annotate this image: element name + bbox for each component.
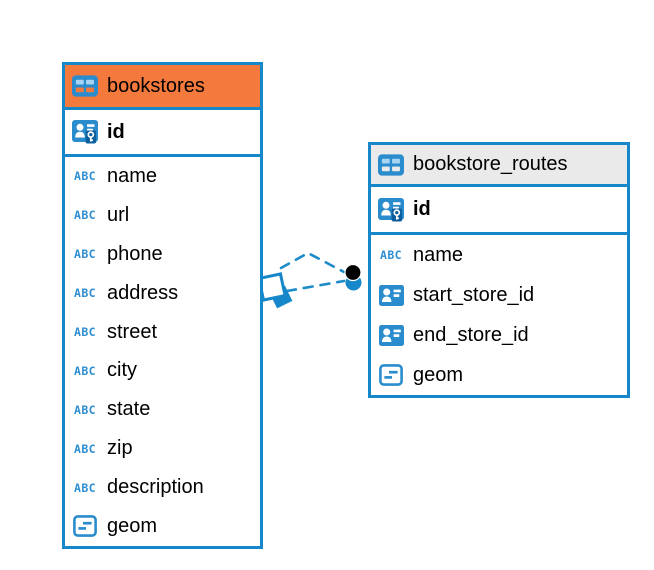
table-title: bookstore_routes bbox=[413, 153, 568, 175]
column-label: name bbox=[107, 164, 158, 187]
column-row-url[interactable]: ABC url bbox=[65, 195, 260, 235]
table-header-bookstores[interactable]: bookstores bbox=[65, 65, 260, 110]
column-label: description bbox=[107, 476, 204, 499]
column-row-zip[interactable]: ABC zip bbox=[65, 429, 260, 469]
column-row-address[interactable]: ABC address bbox=[65, 273, 260, 313]
foreign-key-user-icon bbox=[378, 324, 404, 346]
foreign-key-user-icon bbox=[378, 284, 404, 306]
pk-row-bookstores-id[interactable]: id bbox=[65, 110, 260, 157]
relationship-connector[interactable] bbox=[257, 251, 362, 309]
pk-label: id bbox=[107, 120, 125, 143]
column-row-geom[interactable]: geom bbox=[65, 507, 260, 546]
table-icon bbox=[72, 75, 98, 97]
primary-key-icon bbox=[72, 120, 98, 144]
relationship-line-lower[interactable] bbox=[285, 279, 346, 293]
column-label: name bbox=[413, 243, 464, 266]
column-row-city[interactable]: ABC city bbox=[65, 351, 260, 391]
column-row-phone[interactable]: ABC phone bbox=[65, 234, 260, 274]
geometry-type-icon bbox=[378, 364, 404, 386]
table-icon bbox=[378, 153, 404, 176]
column-row-name[interactable]: ABC name bbox=[371, 235, 627, 275]
column-row-state[interactable]: ABC state bbox=[65, 390, 260, 430]
column-row-start-store-id[interactable]: start_store_id bbox=[371, 275, 627, 315]
column-row-end-store-id[interactable]: end_store_id bbox=[371, 315, 627, 355]
text-type-icon: ABC bbox=[74, 441, 96, 456]
text-type-icon: ABC bbox=[74, 169, 96, 184]
column-label: geom bbox=[107, 514, 158, 537]
column-label: phone bbox=[107, 242, 163, 265]
table-header-bookstore-routes[interactable]: bookstore_routes bbox=[371, 145, 627, 187]
diamond-marker[interactable] bbox=[257, 272, 293, 309]
column-label: state bbox=[107, 398, 151, 421]
primary-key-icon bbox=[378, 197, 404, 222]
text-type-icon: ABC bbox=[74, 363, 96, 378]
column-label: start_store_id bbox=[413, 283, 535, 306]
column-label: street bbox=[107, 320, 158, 343]
geometry-type-icon bbox=[72, 515, 98, 538]
text-type-icon: ABC bbox=[74, 208, 96, 223]
column-row-geom[interactable]: geom bbox=[371, 355, 627, 395]
text-type-icon: ABC bbox=[74, 480, 96, 495]
text-type-icon: ABC bbox=[74, 286, 96, 301]
column-row-name[interactable]: ABC name bbox=[65, 157, 260, 196]
pk-label: id bbox=[413, 198, 431, 220]
table-title: bookstores bbox=[107, 74, 205, 97]
column-list-bookstore-routes: ABC name start_store_id bbox=[371, 235, 627, 395]
dot-marker[interactable] bbox=[344, 263, 362, 291]
column-label: zip bbox=[107, 437, 133, 460]
text-type-icon: ABC bbox=[74, 325, 96, 339]
column-row-street[interactable]: ABC street bbox=[65, 312, 260, 352]
column-label: end_store_id bbox=[413, 323, 529, 346]
text-type-icon: ABC bbox=[380, 248, 402, 262]
column-label: address bbox=[107, 281, 179, 304]
entity-table-bookstores[interactable]: bookstores id ABC name ABC url bbox=[62, 62, 263, 549]
column-label: city bbox=[107, 359, 137, 382]
pk-row-routes-id[interactable]: id bbox=[371, 187, 627, 235]
text-type-icon: ABC bbox=[74, 247, 96, 262]
relationship-line-upper[interactable] bbox=[279, 251, 346, 274]
column-label: url bbox=[107, 203, 130, 226]
text-type-icon: ABC bbox=[74, 402, 96, 417]
entity-table-bookstore-routes[interactable]: bookstore_routes id ABC name bbox=[368, 142, 630, 398]
column-label: geom bbox=[413, 363, 464, 386]
column-row-description[interactable]: ABC description bbox=[65, 468, 260, 508]
column-list-bookstores: ABC name ABC url ABC phone ABC address A… bbox=[65, 157, 260, 546]
